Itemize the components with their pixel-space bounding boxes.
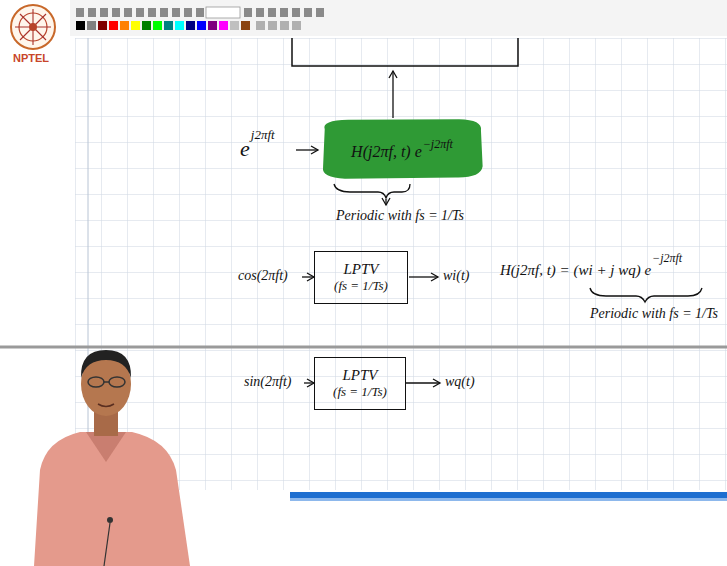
color-swatches	[219, 21, 228, 30]
color-swatches	[142, 21, 151, 30]
toolbar-icons	[160, 8, 168, 17]
nptel-logo	[11, 5, 55, 49]
block-name: LPTV	[342, 366, 377, 384]
color-swatches	[153, 21, 162, 30]
toolbar-icons	[304, 8, 312, 17]
block-parameter: (fs = 1/Ts)	[333, 384, 387, 400]
color-swatches	[175, 21, 184, 30]
presenter	[109, 377, 125, 387]
toolbar-icons	[100, 8, 108, 17]
width-dropdown	[206, 7, 240, 18]
presenter	[88, 377, 104, 387]
paper-grid	[75, 38, 727, 490]
highlighted-expression: H(j2πf, t) e−j2πft	[318, 118, 486, 180]
presenter	[86, 432, 126, 462]
separator-line	[0, 346, 727, 349]
output-arrow	[392, 71, 393, 118]
blue-bar	[290, 498, 727, 501]
presenter	[107, 517, 113, 523]
toolbar-icons	[268, 8, 276, 17]
toolbar	[70, 0, 727, 36]
block-parameter: (fs = 1/Ts)	[334, 278, 388, 294]
presenter	[81, 350, 131, 378]
blue-bar	[290, 492, 727, 498]
color-swatches	[197, 21, 206, 30]
signal-name: cos(2πft)	[238, 268, 288, 283]
color-swatches	[131, 21, 140, 30]
signal-name: wq(t)	[445, 374, 475, 389]
toolbar-icons	[76, 8, 324, 17]
color-swatches	[230, 21, 239, 30]
toolbar-icons	[184, 8, 192, 17]
presenter	[88, 377, 125, 387]
toolbar-icons	[88, 8, 96, 17]
signal-name: sin(2πft)	[244, 374, 291, 389]
annotation-note: Periodic with fs = 1/Ts	[336, 208, 464, 223]
exponent-text: j2πft	[251, 128, 275, 142]
nptel-logo	[20, 14, 46, 40]
color-swatches	[109, 21, 118, 30]
nptel-logo	[11, 5, 55, 49]
highlight-blob	[323, 119, 483, 179]
nptel-logo	[20, 14, 46, 40]
toolbar-icons	[292, 8, 300, 17]
block-name: LPTV	[343, 260, 378, 278]
expression-text: H(j2πf, t) e	[351, 143, 422, 160]
output-arrow	[409, 276, 438, 277]
toolbar-icons	[76, 8, 84, 17]
input-arrow	[296, 149, 318, 150]
color-swatches	[120, 21, 129, 30]
color-swatches	[292, 21, 301, 30]
color-swatches	[280, 21, 289, 30]
cut-off-box	[292, 38, 518, 66]
lptv-box: LPTV(fs = 1/Ts)	[314, 357, 406, 410]
color-swatches	[164, 21, 173, 30]
toolbar-icons	[280, 8, 288, 17]
equation-text: H(j2πf, t) = (wi + j wq) e	[500, 262, 651, 279]
toolbar-icons	[172, 8, 180, 17]
presenter	[98, 404, 114, 407]
toolbar-icons	[124, 8, 132, 17]
lptv-box: LPTV(fs = 1/Ts)	[314, 251, 408, 304]
annotation-note: Periodic with fs = 1/Ts	[590, 306, 718, 321]
toolbar-ground	[70, 0, 727, 36]
toolbar-icons	[244, 8, 252, 17]
toolbar-icons	[148, 8, 156, 17]
color-swatches	[186, 21, 195, 30]
exponent-text: −j2πft	[423, 137, 453, 151]
toolbar-icons	[136, 8, 144, 17]
color-swatches	[256, 21, 265, 30]
color-swatches	[98, 21, 107, 30]
toolbar-icons	[196, 8, 204, 17]
nptel-logo	[29, 23, 37, 31]
toolbar-icons	[316, 8, 324, 17]
toolbar-icons	[112, 8, 120, 17]
logo-text: NPTEL	[13, 52, 49, 64]
output-arrow	[406, 382, 440, 383]
margin-line	[88, 38, 89, 490]
presenter	[104, 523, 110, 566]
signal-name: e	[240, 137, 250, 161]
color-swatches	[208, 21, 217, 30]
presenter	[34, 350, 190, 566]
color-swatches	[76, 21, 301, 30]
signal-name: wi(t)	[443, 268, 469, 283]
color-swatches	[76, 21, 85, 30]
toolbar-icons	[256, 8, 264, 17]
expression-row: H(j2πf, t) e−j2πft	[351, 137, 453, 161]
under-brace	[334, 184, 410, 198]
color-swatches	[241, 21, 250, 30]
color-swatches	[268, 21, 277, 30]
brace-arrow	[385, 199, 386, 205]
presenter	[34, 432, 190, 566]
under-brace	[590, 288, 702, 302]
input-arrow	[302, 276, 314, 277]
nptel-logo	[15, 9, 51, 45]
color-swatches	[87, 21, 96, 30]
presenter	[104, 381, 109, 383]
input-arrow	[304, 382, 314, 383]
exponent-text: −j2πft	[652, 252, 682, 265]
